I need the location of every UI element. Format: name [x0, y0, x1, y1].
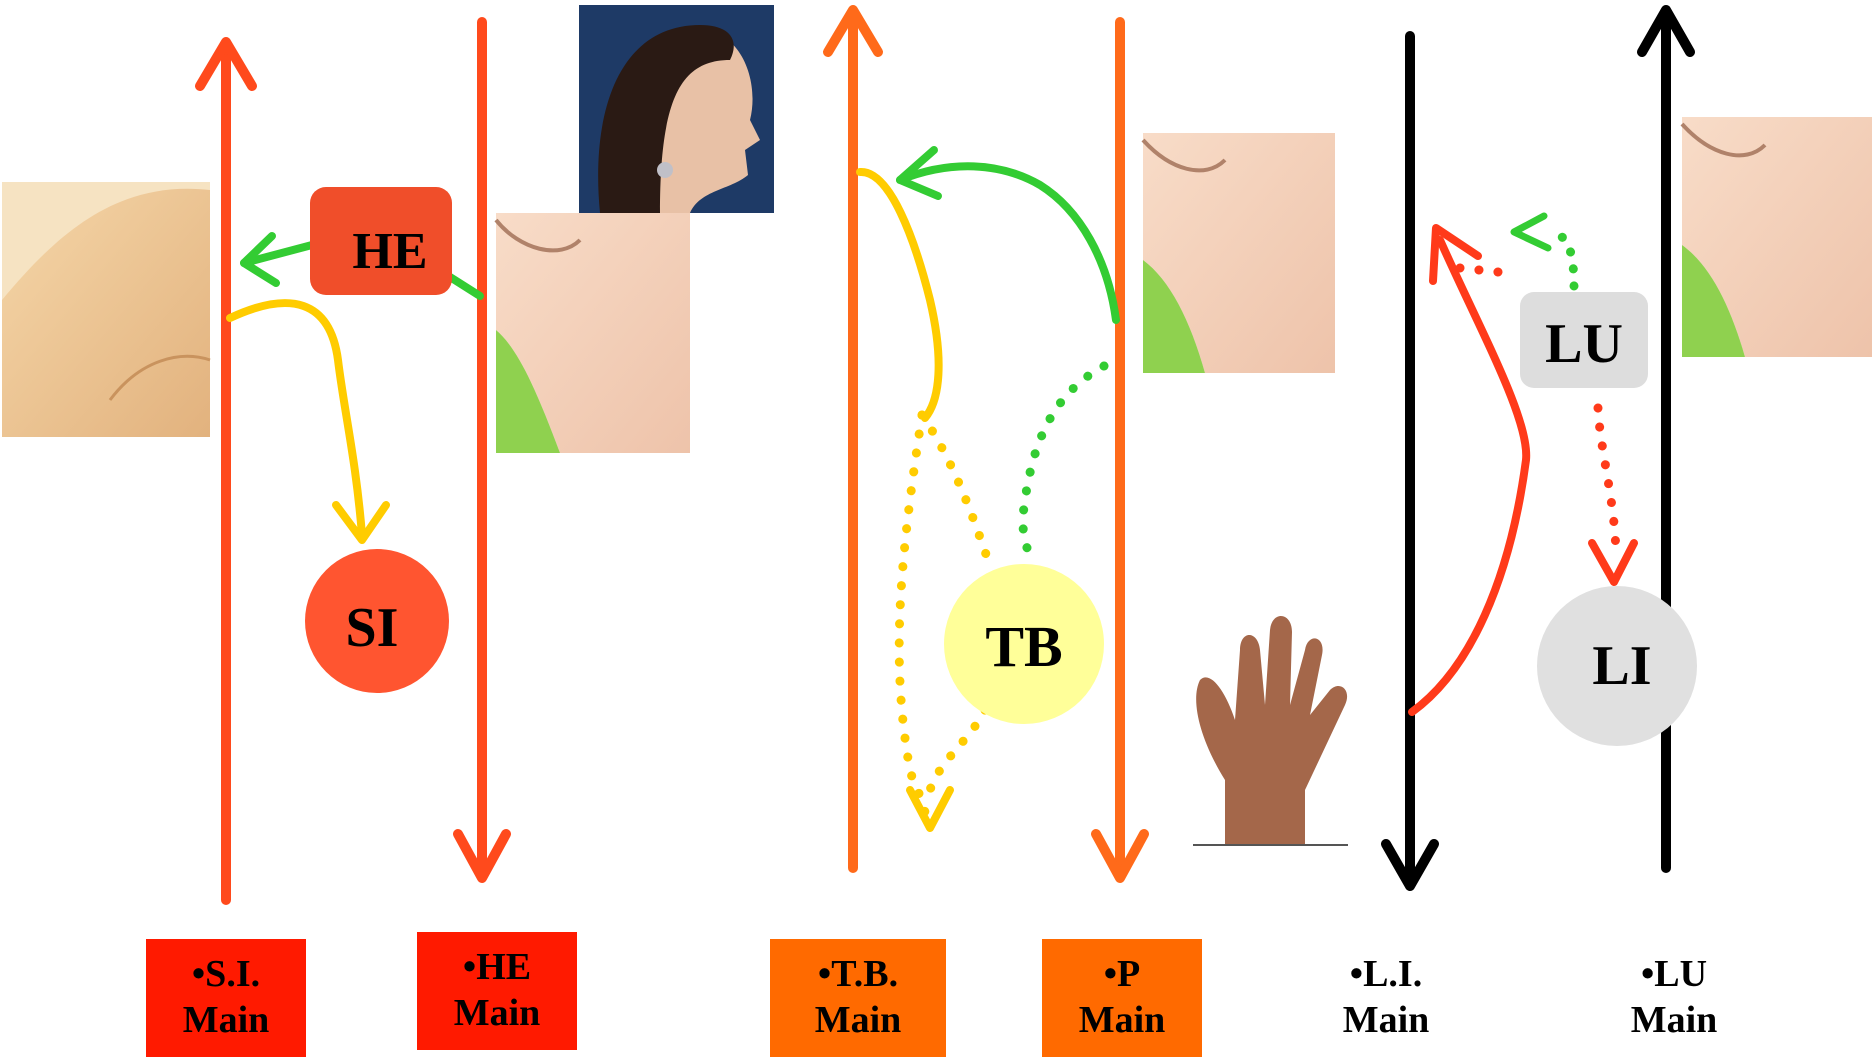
li-node-label: LI: [1592, 635, 1651, 697]
li-main-label: •L.I. Main: [1306, 939, 1466, 1057]
lu-main-label-line2: Main: [1631, 998, 1718, 1044]
tb-yellow-arrowhead: [910, 790, 950, 828]
lu-green-arrowhead: [1514, 216, 1548, 248]
p-main-label-line1: •P: [1104, 952, 1141, 998]
tb-main-label-line2: Main: [815, 998, 902, 1044]
tb-main-label-line1: •T.B.: [818, 952, 898, 998]
armpit-photo: [496, 213, 690, 453]
si-main-label-line2: Main: [183, 998, 270, 1044]
lu-to-li-red-arrowhead: [1592, 543, 1634, 582]
p-to-tb-green-dotted-branch: [1023, 366, 1104, 560]
shoulder-photo: [2, 182, 210, 437]
tb-main-label: •T.B. Main: [770, 939, 946, 1057]
portrait-photo: [579, 5, 774, 213]
tb-node: TB: [944, 564, 1104, 724]
si-main-label: •S.I. Main: [146, 939, 306, 1057]
li-main-label-line1: •L.I.: [1350, 952, 1422, 998]
li-main-label-line2: Main: [1343, 998, 1430, 1044]
p-main-label: •P Main: [1042, 939, 1202, 1057]
tb-yellow-branch-line: [860, 172, 939, 418]
p-main-label-line2: Main: [1079, 998, 1166, 1044]
si-meridian-line: [200, 42, 252, 900]
armpit-photo: [1143, 133, 1335, 373]
he-node-label: HE: [352, 223, 427, 280]
he-main-label-line1: •HE: [463, 945, 531, 991]
lu-main-label-line1: •LU: [1641, 952, 1707, 998]
si-node-label: SI: [346, 597, 399, 659]
si-node: SI: [305, 549, 449, 693]
li-red-branch-arrow: [1412, 228, 1526, 712]
li-meridian-line: [1386, 36, 1434, 886]
he-main-label-line2: Main: [454, 991, 541, 1037]
si-yellow-branch-arrow: [230, 303, 386, 540]
armpit-photo: [1682, 117, 1872, 357]
li-node: LI: [1537, 586, 1697, 746]
he-node: HE: [310, 187, 452, 295]
lu-green-dotted-branch: [1560, 236, 1574, 286]
tb-node-label: TB: [985, 614, 1062, 679]
lu-main-label: •LU Main: [1594, 939, 1754, 1057]
lu-node: LU: [1520, 292, 1648, 388]
p-meridian-line: [1096, 22, 1144, 878]
he-main-label: •HE Main: [417, 932, 577, 1050]
lu-node-label: LU: [1545, 313, 1623, 375]
hand-photo: [1193, 610, 1348, 845]
si-main-label-line1: •S.I.: [192, 952, 260, 998]
tb-meridian-line: [828, 10, 878, 868]
